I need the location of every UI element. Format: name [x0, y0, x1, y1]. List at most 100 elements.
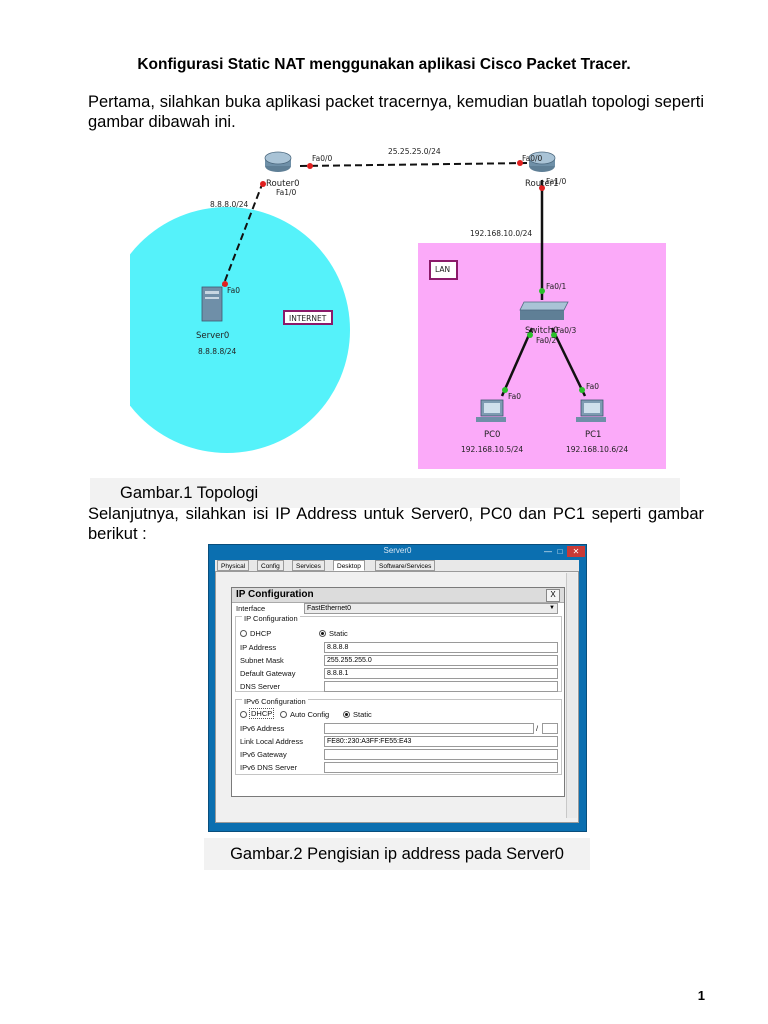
ipv4-group-title: IP Configuration: [242, 613, 300, 624]
router-0-icon: [264, 151, 292, 172]
default-gateway-field[interactable]: 8.8.8.1: [324, 668, 558, 679]
ipv6-group: [235, 699, 562, 775]
dns-server-field[interactable]: [324, 681, 558, 692]
port-dot: [527, 332, 533, 338]
router-1-label: Router1: [525, 179, 559, 189]
server-icon: [201, 286, 223, 322]
router-1-port-fa00: Fa0/0: [522, 154, 543, 163]
page-number: 1: [697, 988, 705, 1003]
interface-select[interactable]: FastEthernet0 ▼: [304, 603, 558, 614]
server-ip-label: 8.8.8.8/24: [198, 347, 237, 356]
tab-software-services[interactable]: Software/Services: [375, 560, 436, 571]
switch-pc1-link: [550, 327, 587, 397]
tab-desktop[interactable]: Desktop: [333, 560, 365, 571]
dhcp-label: DHCP: [250, 629, 272, 638]
static-radio[interactable]: [319, 630, 326, 637]
pc-1-ip-label: 192.168.10.6/24: [566, 445, 628, 454]
router-1-icon: [528, 151, 556, 172]
ip-configuration-title: IP Configuration: [236, 589, 314, 600]
internet-link: [222, 181, 264, 287]
ipv6-address-field[interactable]: [324, 723, 534, 734]
auto-config-radio[interactable]: [280, 711, 287, 718]
wan-network-label: 25.25.25.0/24: [388, 147, 441, 156]
port-dot: [222, 281, 228, 287]
port-dot: [517, 160, 523, 166]
prefix-separator: /: [536, 724, 539, 733]
router-1-port-fa10: Fa1/0: [546, 177, 567, 186]
router-0-label: Router0: [266, 179, 300, 189]
dhcp-radio[interactable]: [240, 630, 247, 637]
pc-1-label: PC1: [585, 430, 601, 440]
panel-close-button[interactable]: X: [546, 589, 560, 602]
ipv6-dns-label: IPv6 DNS Server: [240, 763, 298, 772]
port-dot: [551, 332, 557, 338]
subnet-mask-field[interactable]: 255.255.255.0: [324, 655, 558, 666]
switch-port-pc0: Fa0/2: [536, 336, 557, 345]
port-dot: [502, 387, 508, 393]
internet-network-label: 8.8.8.0/24: [210, 200, 249, 209]
ipv6-static-radio[interactable]: [343, 711, 350, 718]
lan-tag: LAN: [435, 265, 450, 274]
close-button[interactable]: ✕: [567, 546, 585, 557]
link-local-field[interactable]: FE80::230:A3FF:FE55:E43: [324, 736, 558, 747]
switch-icon: [519, 301, 569, 320]
link-local-label: Link Local Address: [240, 737, 303, 746]
ipv6-static-label: Static: [353, 710, 372, 719]
switch-pc0-link: [500, 327, 534, 397]
ipv6-group-title: IPv6 Configuration: [242, 696, 308, 707]
ip-configuration-panel: IP Configuration X Interface FastEtherne…: [231, 587, 565, 797]
window-titlebar[interactable]: Server0 — □ ✕: [209, 545, 586, 559]
maximize-button[interactable]: □: [557, 547, 563, 556]
tab-services[interactable]: Services: [292, 560, 325, 571]
chevron-down-icon: ▼: [549, 605, 555, 611]
subnet-mask-label: Subnet Mask: [240, 656, 284, 665]
router-0-port-fa10: Fa1/0: [276, 188, 297, 197]
port-dot: [539, 185, 545, 191]
ip-configuration-header: IP Configuration X: [232, 588, 564, 603]
intro-paragraph: Pertama, silahkan buka aplikasi packet t…: [88, 93, 704, 131]
vertical-scrollbar[interactable]: [566, 573, 577, 818]
minimize-button[interactable]: —: [544, 547, 552, 556]
interface-value: FastEthernet0: [307, 605, 351, 612]
lan-tag-box: [429, 260, 458, 280]
auto-config-label: Auto Config: [290, 710, 330, 719]
ipv6-dhcp-radio[interactable]: [240, 711, 247, 718]
tab-config[interactable]: Config: [257, 560, 284, 571]
ipv6-dns-field[interactable]: [324, 762, 558, 773]
pc-0-port-label: Fa0: [508, 392, 521, 401]
pc-1-icon: [576, 399, 606, 422]
ipv6-dhcp-label: DHCP: [249, 708, 275, 719]
internet-zone: [130, 207, 350, 453]
ip-address-field[interactable]: 8.8.8.8: [324, 642, 558, 653]
server0-window: Server0 — □ ✕ Physical Config Services D…: [208, 544, 587, 832]
window-title: Server0: [383, 546, 412, 555]
port-dot: [260, 181, 266, 187]
tab-physical[interactable]: Physical: [217, 560, 250, 571]
pc-0-ip-label: 192.168.10.5/24: [461, 445, 523, 454]
default-gateway-label: Default Gateway: [240, 669, 296, 678]
ipv6-prefix-field[interactable]: [542, 723, 558, 734]
wan-link: [299, 162, 531, 167]
pc-1-port-label: Fa0: [586, 382, 599, 391]
interface-label: Interface: [236, 604, 266, 613]
internet-tag-box: [283, 310, 333, 325]
figure-1-caption: Gambar.1 Topologi: [90, 478, 680, 508]
port-dot: [579, 387, 585, 393]
lan-network-label: 192.168.10.0/24: [470, 229, 532, 238]
document-title: Konfigurasi Static NAT menggunakan aplik…: [137, 56, 631, 73]
switch-port-pc1: Fa0/3: [556, 326, 577, 335]
internet-tag: INTERNET: [289, 314, 327, 323]
router-0-port-fa00: Fa0/0: [312, 154, 333, 163]
port-dot: [307, 163, 313, 169]
tab-bar: Physical Config Services Desktop Softwar…: [215, 560, 579, 571]
ipv6-gateway-field[interactable]: [324, 749, 558, 760]
port-dot: [539, 288, 545, 294]
ipv6-address-label: IPv6 Address: [240, 724, 285, 733]
server-port-label: Fa0: [227, 286, 240, 295]
figure-2-caption: Gambar.2 Pengisian ip address pada Serve…: [204, 838, 590, 870]
dns-server-label: DNS Server: [240, 682, 281, 691]
network-topology-figure: Router0 Fa0/0 Fa1/0 Router1 Fa0/0 Fa1/0 …: [130, 147, 666, 469]
ipv6-gateway-label: IPv6 Gateway: [240, 750, 287, 759]
second-paragraph: Selanjutnya, silahkan isi IP Address unt…: [88, 505, 704, 543]
static-label: Static: [329, 629, 348, 638]
